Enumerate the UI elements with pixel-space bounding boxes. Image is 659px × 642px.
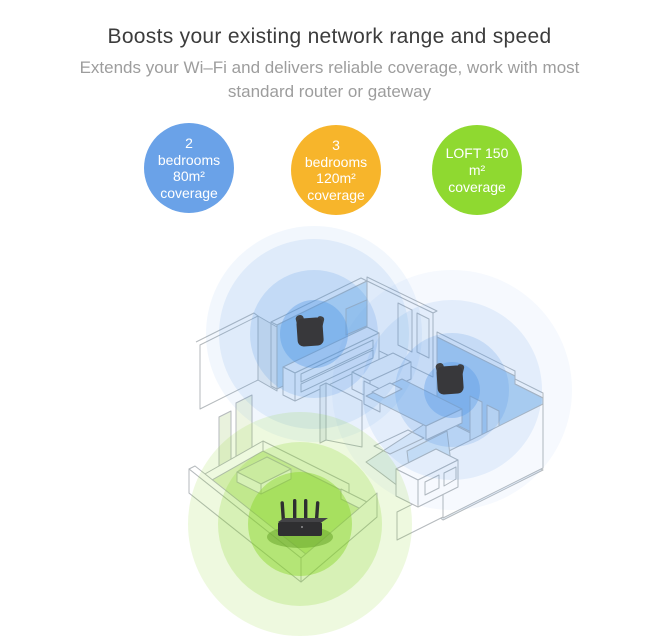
- badge-line: coverage: [448, 178, 506, 195]
- badge-line: LOFT 150: [445, 144, 509, 161]
- badge-line: coverage: [160, 184, 218, 201]
- badge-line: 80m²: [173, 168, 205, 184]
- bedroom-rug: [373, 429, 425, 455]
- page-title: Boosts your existing network range and s…: [107, 25, 552, 48]
- front-wall: [442, 403, 544, 519]
- door-frame: [397, 302, 413, 353]
- subtitle-line-1: Extends your Wi–Fi and delivers reliable…: [79, 58, 580, 77]
- badge-line: 3: [332, 137, 340, 153]
- badge-line: 2: [185, 135, 193, 151]
- sideboard: [282, 326, 380, 402]
- loft-platform: [236, 456, 292, 495]
- header: Boosts your existing network range and s…: [0, 0, 659, 104]
- badge-line: 120m²: [316, 170, 356, 186]
- wifi-extender-icon: [435, 363, 465, 395]
- badge-line: coverage: [307, 186, 365, 203]
- tv-stand: [395, 448, 459, 508]
- badge-line: bedrooms: [304, 153, 368, 170]
- bed: [363, 378, 463, 441]
- subtitle-line-2: standard router or gateway: [227, 82, 432, 101]
- badge-2-bedrooms: 2 bedrooms 80m² coverage: [144, 123, 234, 213]
- wifi-extender-icon: [295, 315, 325, 347]
- hall-wall: [325, 382, 363, 448]
- badge-loft: LOFT 150 m² coverage: [432, 125, 522, 215]
- wifi-router-icon: [267, 499, 333, 548]
- badge-line: bedrooms: [157, 151, 221, 168]
- door-frame: [416, 312, 430, 359]
- badge-line: m²: [468, 161, 486, 178]
- page-subtitle: Extends your Wi–Fi and delivers reliable…: [0, 56, 659, 104]
- badge-3-bedrooms: 3 bedrooms 120m² coverage: [291, 125, 381, 215]
